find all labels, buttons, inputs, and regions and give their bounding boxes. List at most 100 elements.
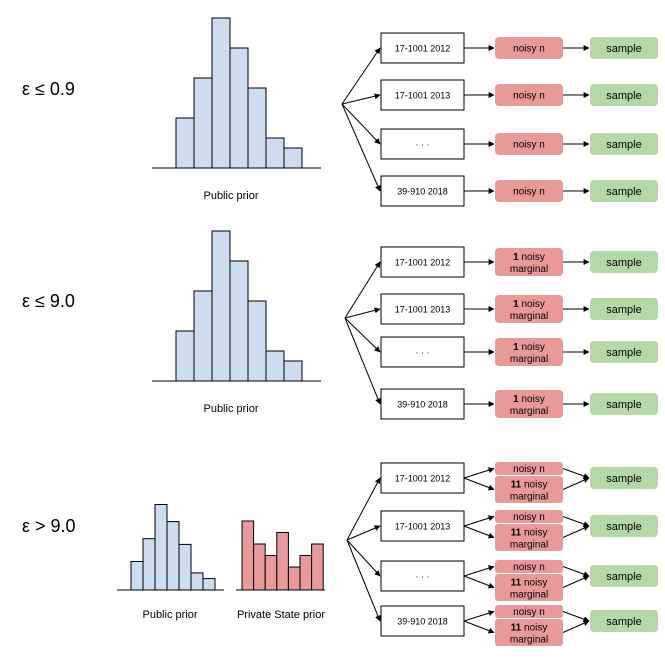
noise-label-line2: marginal: [510, 590, 548, 601]
histogram-bar: [265, 350, 285, 382]
noise-pill: [495, 248, 563, 276]
fan-arrow: [341, 93, 381, 105]
noise-label-line2: marginal: [510, 635, 548, 646]
year-box-label: 17-1001 2013: [395, 522, 451, 532]
sample-pill: [590, 180, 658, 202]
noise-label: 1 noisy: [513, 299, 545, 310]
year-box-label: · · ·: [416, 348, 430, 358]
histogram-bar: [202, 578, 216, 591]
sample-pill: [590, 341, 658, 363]
noise-text: noisy: [521, 480, 547, 491]
noise-pill: [495, 524, 563, 551]
noise-pill: [495, 510, 563, 523]
noise-label: noisy n: [513, 91, 545, 102]
year-box: [380, 79, 465, 111]
histogram-bar: [175, 117, 195, 169]
histogram-bar: [229, 260, 249, 382]
year-box: [380, 175, 465, 207]
noise-to-sample-arrow: [562, 575, 590, 588]
fan-arrow: [341, 47, 381, 105]
noise-to-sample-arrow: [562, 477, 590, 490]
public-prior-histogram: [175, 230, 303, 382]
histogram-bar: [283, 147, 303, 169]
noise-label-line2: marginal: [510, 406, 548, 417]
histogram-bar: [154, 504, 168, 591]
box-to-noise-arrow: [463, 610, 495, 622]
fan-arrow: [344, 317, 381, 405]
noise-to-sample-arrow: [562, 620, 590, 633]
noise-count: 11: [511, 623, 522, 634]
year-box: [380, 246, 465, 278]
box-to-noise-arrow: [463, 515, 495, 527]
noise-to-sample-arrow: [562, 566, 590, 577]
year-box: [380, 293, 465, 325]
noise-label-line2: marginal: [510, 354, 548, 365]
noise-label: 11 noisy: [511, 480, 548, 491]
noise-text: noisy: [519, 394, 545, 405]
noise-text: noisy: [519, 299, 545, 310]
noise-count: 1: [513, 299, 519, 310]
prior-caption: Public prior: [203, 403, 258, 415]
histogram-bar: [276, 532, 289, 591]
year-box: [380, 605, 465, 637]
fan-arrow: [341, 103, 381, 192]
year-box: [380, 560, 465, 592]
noise-pill: [495, 133, 563, 155]
histogram-bar: [247, 87, 267, 169]
box-to-noise-arrow: [463, 467, 495, 479]
histogram-bar: [211, 17, 231, 169]
prior-caption: Public prior: [203, 190, 258, 202]
year-box-label: 39-910 2018: [397, 187, 448, 197]
year-box-label: · · ·: [416, 140, 430, 150]
histogram-bar: [229, 47, 249, 169]
box-to-noise-arrow: [463, 525, 495, 539]
sample-pill: [590, 467, 658, 489]
noise-text: noisy: [521, 578, 547, 589]
year-box-label: 17-1001 2012: [395, 44, 451, 54]
noise-count: 1: [513, 252, 519, 263]
histogram-bar: [166, 521, 180, 591]
noise-pill: [495, 295, 563, 323]
year-box-label: 17-1001 2013: [395, 91, 451, 101]
sample-label: sample: [606, 257, 641, 269]
noise-count: 11: [511, 578, 522, 589]
histogram-bar: [193, 77, 213, 169]
noise-label: noisy n: [513, 512, 545, 523]
noise-to-sample-arrow: [562, 516, 590, 527]
noise-count: 11: [511, 480, 522, 491]
noise-label-line2: marginal: [510, 540, 548, 551]
histogram-bar: [190, 572, 204, 591]
year-box: [380, 336, 465, 368]
noise-label: 11 noisy: [511, 623, 548, 634]
noise-label: 11 noisy: [511, 578, 548, 589]
year-box-label: · · ·: [416, 572, 430, 582]
sample-label: sample: [606, 186, 641, 198]
year-box: [380, 388, 465, 420]
noise-pill: [495, 476, 563, 503]
noise-pill: [495, 390, 563, 418]
sample-label: sample: [606, 571, 641, 583]
box-to-noise-arrow: [463, 477, 495, 491]
fan-arrow: [341, 103, 381, 145]
sample-label: sample: [606, 43, 641, 55]
noise-pill: [495, 560, 563, 573]
noise-pill: [495, 338, 563, 366]
noise-label-line2: marginal: [510, 311, 548, 322]
noise-label: 1 noisy: [513, 342, 545, 353]
noise-text: noisy: [519, 252, 545, 263]
histogram-bar: [211, 230, 231, 382]
sample-pill: [590, 565, 658, 587]
noise-label-line2: marginal: [510, 264, 548, 275]
sample-label: sample: [606, 90, 641, 102]
noise-pill: [495, 180, 563, 202]
year-box: [380, 128, 465, 160]
noise-label: noisy n: [513, 464, 545, 475]
epsilon-label: ε ≤ 9.0: [22, 291, 75, 311]
histogram-bar: [283, 360, 303, 382]
box-to-noise-arrow: [463, 575, 495, 589]
sample-label: sample: [606, 616, 641, 628]
prior-caption: Public prior: [142, 609, 197, 621]
noise-count: 1: [513, 342, 519, 353]
